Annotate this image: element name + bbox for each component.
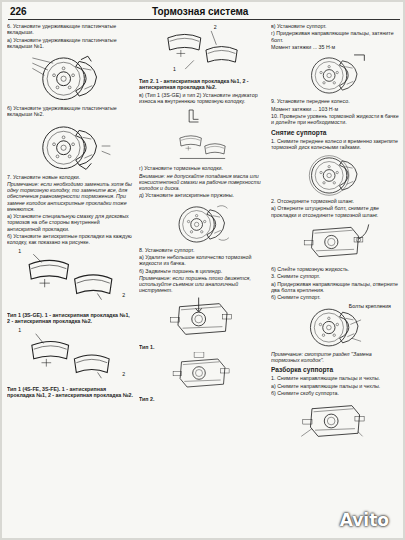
callout-number: 1 bbox=[172, 67, 177, 72]
instruction-text: г) Придерживая направляющие пальцы, затя… bbox=[271, 30, 399, 42]
pads-figure: 12 bbox=[139, 24, 266, 76]
instruction-text: 8. Установите суппорт. bbox=[139, 247, 266, 253]
instruction-text: Примечание: если поршень плохо движется,… bbox=[139, 275, 266, 294]
page-number: 226 bbox=[10, 6, 27, 17]
wear-indicator-figure bbox=[139, 106, 266, 126]
instruction-text: 7. Установите новые колодки. bbox=[7, 174, 134, 180]
instruction-text: Внимание: не допускайте попадания масла … bbox=[139, 173, 266, 192]
text-column: 6. Установите удерживающие пластинчатые … bbox=[7, 23, 134, 530]
instruction-text: Тип 2. 1 - антискрипная прокладка №1, 2 … bbox=[139, 78, 266, 90]
instruction-text: 1. Снимите переднее колесо и временно за… bbox=[271, 138, 399, 150]
instruction-text: в) (Тип 1 (3S-GE) и тип 2) Установите ин… bbox=[139, 92, 266, 104]
instruction-text: а) Удалите небольшое количество тормозно… bbox=[139, 254, 266, 266]
pads-figure: 12 bbox=[7, 326, 134, 384]
instruction-text: 6. Установите удерживающие пластинчатые … bbox=[7, 23, 134, 35]
hose-figure bbox=[271, 220, 399, 264]
instruction-text: Тип 1 (3S-GE). 1 - антискрипная прокладк… bbox=[7, 312, 134, 324]
piston-figure bbox=[139, 352, 266, 394]
caliper-figure bbox=[271, 398, 399, 444]
wheel-figure bbox=[271, 152, 399, 196]
instruction-text: 9. Установите переднее колесо. bbox=[271, 98, 399, 104]
instruction-text: б) Снимите скобу суппорта. bbox=[271, 390, 399, 396]
instruction-text: б) Снимите суппорт. bbox=[271, 294, 399, 300]
instruction-text: б) Задвиньте поршень в цилиндр. bbox=[139, 268, 266, 274]
instruction-text: а) Установите специальную смазку для дис… bbox=[7, 213, 134, 232]
instruction-text: Примечание: если необходимо заменить хот… bbox=[7, 181, 134, 212]
instruction-text: Тип 1. bbox=[139, 344, 266, 350]
part-label: Болты крепления bbox=[348, 304, 392, 309]
piston-figure bbox=[139, 296, 266, 342]
instruction-text: а) Придерживая направляющие пальцы, отве… bbox=[271, 281, 399, 293]
instruction-text: а) Отверните штуцерный болт, снимите две… bbox=[271, 205, 399, 217]
instruction-text: Момент затяжки ... 103 Н·м bbox=[271, 106, 399, 112]
instruction-text: Примечание: смотрите раздел "Замена торм… bbox=[271, 351, 399, 363]
instruction-text: 2. Отсоедините тормозной шланг. bbox=[271, 198, 399, 204]
caliper-figure bbox=[271, 52, 399, 96]
instruction-text: 10. Проверьте уровень тормозной жидкости… bbox=[271, 113, 399, 125]
instruction-text: б) Слейте тормозную жидкость. bbox=[271, 266, 399, 272]
instruction-text: Момент затяжки ... 35 Н·м bbox=[271, 44, 399, 50]
brake-figure bbox=[7, 120, 134, 172]
brake-figure bbox=[7, 51, 134, 103]
brake-figure bbox=[139, 201, 266, 245]
instruction-text: б) Установите удерживающие пластинчатые … bbox=[7, 105, 134, 117]
text-column: в) Установите суппорт.г) Придерживая нап… bbox=[271, 23, 399, 530]
callout-number: 2 bbox=[213, 25, 218, 30]
instruction-text: б) Установите антискрипные прокладки на … bbox=[7, 233, 134, 245]
pads-figure bbox=[139, 129, 266, 163]
watermark: Avito bbox=[340, 510, 389, 530]
instruction-text: д) Установите антискрипные пружины. bbox=[139, 192, 266, 198]
section-heading: Снятие суппорта bbox=[271, 129, 399, 137]
section-heading: Разборка суппорта bbox=[271, 366, 399, 374]
caliper-figure: Болты крепления bbox=[271, 303, 399, 349]
instruction-text: 3. Снимите суппорт. bbox=[271, 273, 399, 279]
instruction-text: в) Установите суппорт. bbox=[271, 23, 399, 29]
pads-figure: 12 bbox=[7, 248, 134, 310]
callout-number: 2 bbox=[121, 293, 126, 298]
instruction-text: 1. Снимите направляющие пальцы и чехлы. bbox=[271, 375, 399, 381]
instruction-text: Тип 1 (4S-FE, 3S-FE). 1 - антискрипная п… bbox=[7, 386, 134, 398]
instruction-text: а) Установите удерживающие пластинчатые … bbox=[7, 37, 134, 49]
header-rule bbox=[8, 19, 400, 20]
instruction-text: а) Снимите направляющие пальцы и чехлы. bbox=[271, 383, 399, 389]
callout-number: 1 bbox=[17, 249, 22, 254]
instruction-text: Тип 2. bbox=[139, 396, 266, 402]
callout-number: 1 bbox=[17, 328, 22, 333]
callout-number: 2 bbox=[121, 372, 126, 377]
text-column: 12Тип 2. 1 - антискрипная прокладка №1, … bbox=[139, 23, 266, 530]
page-title: Тормозная система bbox=[152, 6, 248, 17]
instruction-text: г) Установите тормозные колодки. bbox=[139, 165, 266, 171]
